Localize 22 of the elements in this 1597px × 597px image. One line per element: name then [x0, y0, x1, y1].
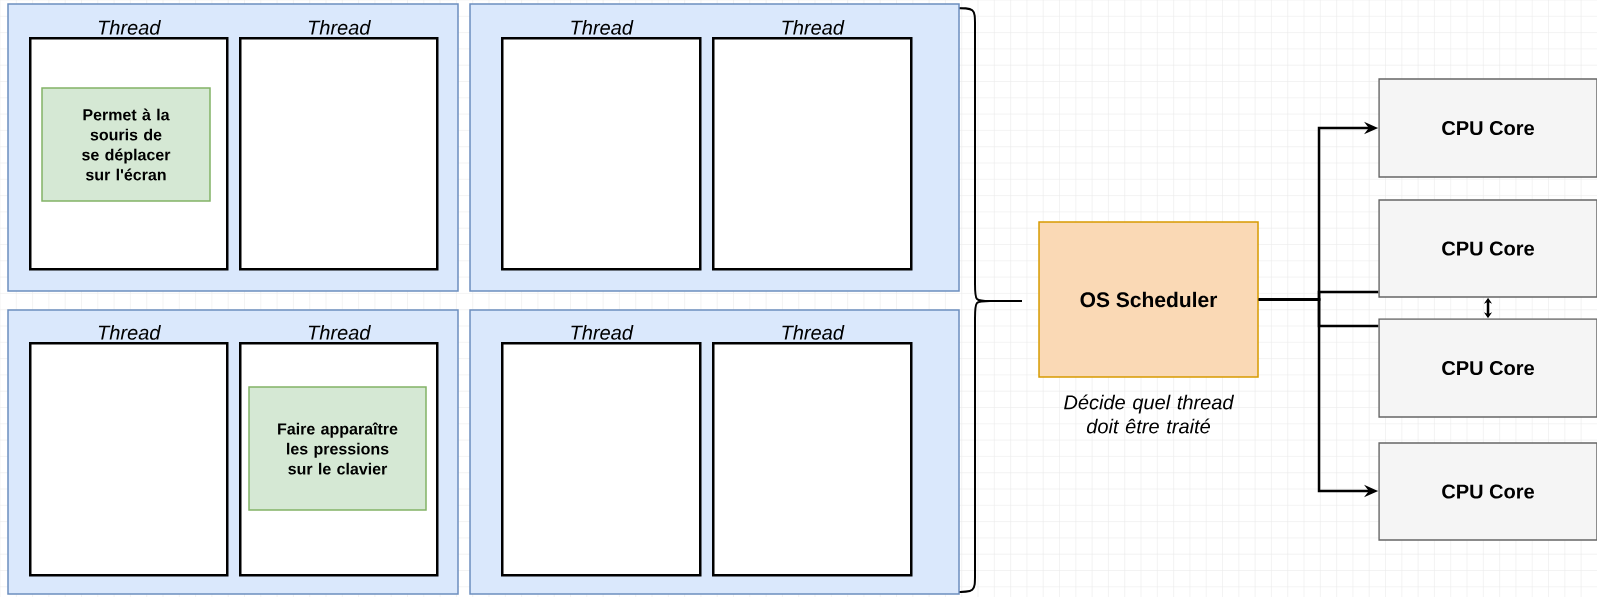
cpu-core-box: CPU Core: [1378, 199, 1597, 298]
thread-box: Thread: [239, 20, 439, 271]
node-label: Thread: [98, 20, 161, 35]
thread-box: Thread: [501, 325, 702, 577]
node-label: Thread: [782, 20, 845, 35]
thread-box: Thread: [29, 325, 229, 577]
node-label: Thread: [308, 20, 371, 35]
thread-box: Thread: [712, 325, 913, 577]
task-box: Permet à la souris de se déplacer sur l'écran: [41, 87, 211, 202]
cpu-core-box: CPU Core: [1378, 78, 1597, 178]
thread-box: Thread: [501, 20, 702, 271]
task-box: Faire apparaître les pressions sur le clavier: [248, 386, 427, 511]
scheduler-box: OS Scheduler: [1038, 221, 1259, 378]
node-label: Décide quel thread doit être traité: [1064, 394, 1235, 434]
cpu-core-box: CPU Core: [1378, 442, 1597, 541]
node-label: Thread: [571, 20, 634, 35]
cpu-core-box: CPU Core: [1378, 318, 1597, 418]
node-label: Thread: [308, 325, 371, 340]
node-label: Thread: [782, 325, 845, 340]
node-label: Thread: [571, 325, 634, 340]
node-label: Thread: [98, 325, 161, 340]
thread-box: Thread: [712, 20, 913, 271]
